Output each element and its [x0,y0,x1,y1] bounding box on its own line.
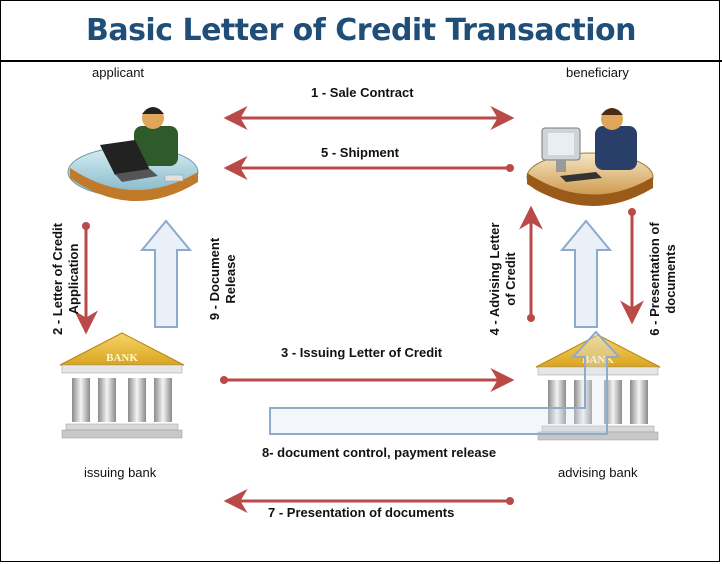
step-8-label: 8- document control, payment release [262,445,497,460]
step-6-line-2: documents [663,244,678,314]
step-6-line-1: 6 - Presentation of [647,222,662,336]
bank-sign-left: BANK [106,352,138,364]
step-2-line-1: 2 - Letter of Credit [50,223,65,335]
payment-release-arrow [269,330,622,435]
step-5-label: 5 - Shipment [321,145,400,160]
advising-bank-icon: BANK [535,334,661,441]
step-9-line-2: Release [223,254,238,304]
applicant-icon [67,107,199,202]
advising-up-arrow [559,219,613,328]
diagram-title: Basic Letter of Credit Transaction [85,13,637,48]
step-1-label: 1 - Sale Contract [311,85,414,100]
step-2-line-2: Application [66,243,81,315]
applicant-label: applicant [92,65,145,80]
step-3-label: 3 - Issuing Letter of Credit [281,345,443,360]
step-4-line-2: of Credit [503,252,518,306]
issuing-bank-label: issuing bank [84,465,157,480]
document-release-arrow [139,219,193,328]
title-divider [0,60,722,62]
advising-bank-label: advising bank [558,465,638,480]
beneficiary-label: beneficiary [566,65,629,80]
beneficiary-icon [526,108,654,207]
step-4-label: 4 - Advising Letter of Credit [487,209,519,349]
step-9-label: 9 - Document Release [207,209,239,349]
step-6-label: 6 - Presentation of documents [647,209,679,349]
step-9-line-1: 9 - Document [207,237,222,321]
issuing-bank-icon: BANK [59,332,185,439]
step-2-label: 2 - Letter of Credit Application [50,209,82,349]
step-4-line-1: 4 - Advising Letter [487,222,502,336]
step-7-label: 7 - Presentation of documents [268,505,455,520]
